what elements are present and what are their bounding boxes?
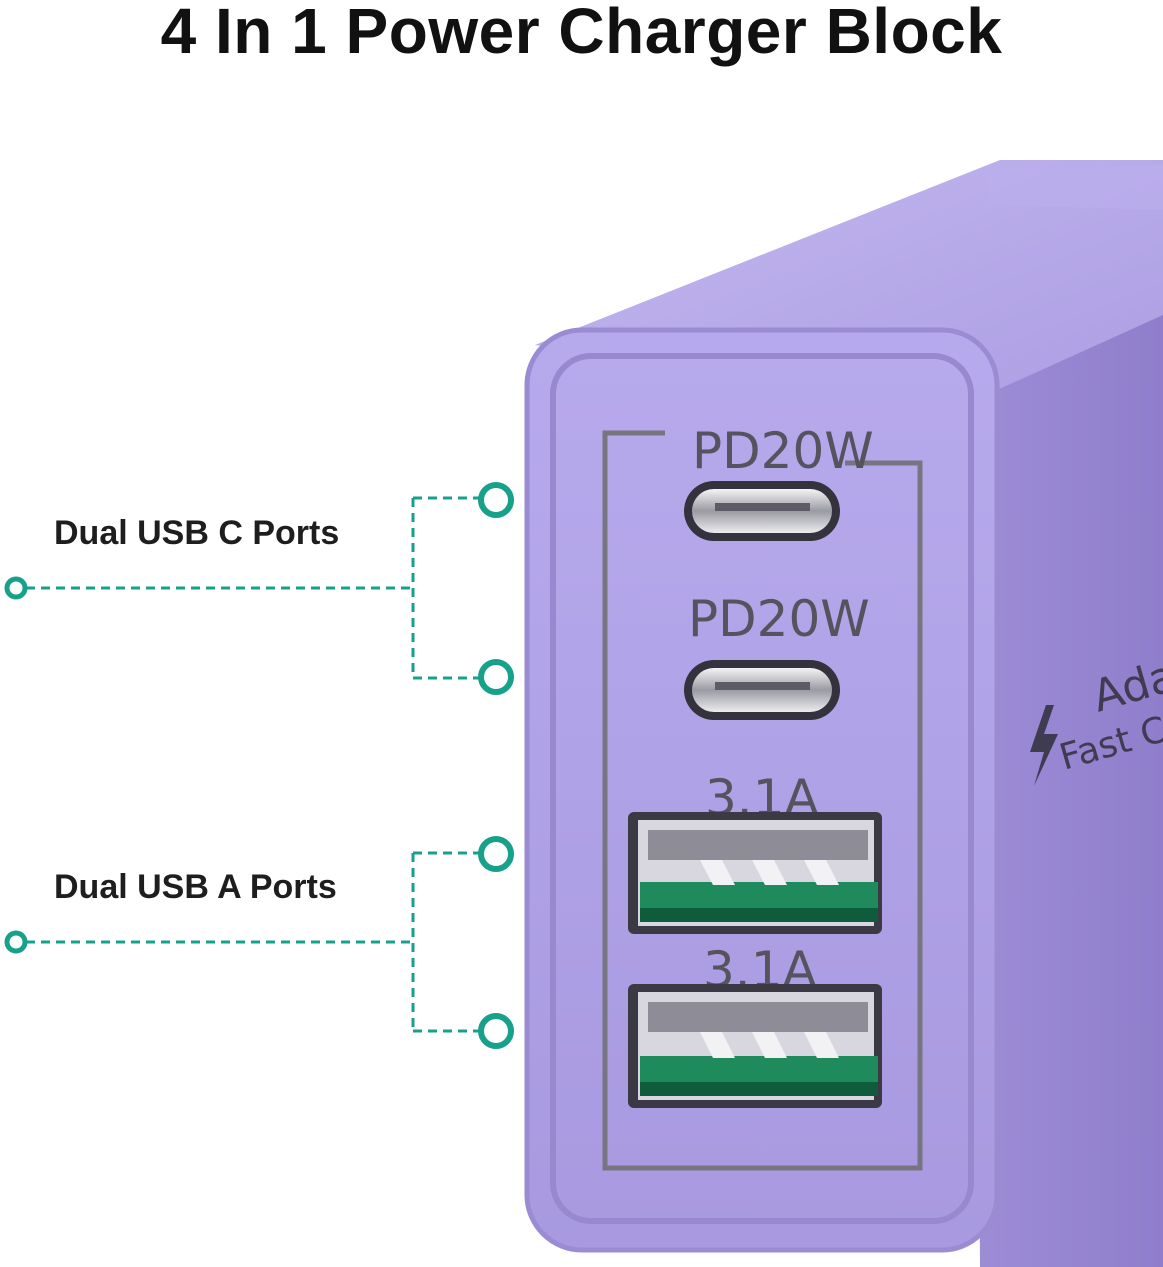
callout-dot [4, 576, 28, 600]
usb-a-port[interactable] [628, 984, 882, 1108]
usb-c-callout-label: Dual USB C Ports [54, 514, 340, 552]
page-title: 4 In 1 Power Charger Block [160, 0, 1003, 67]
callout-dot [478, 659, 514, 695]
callout-dot [478, 1013, 514, 1049]
port-label-c1: PD20W [692, 422, 874, 480]
charger-side-surface [975, 315, 1163, 1267]
usb-c-callout-leader [26, 496, 480, 680]
usb-a-callout-label: Dual USB A Ports [54, 868, 337, 906]
callout-dot [478, 836, 514, 872]
usb-a-callout-leader [26, 851, 480, 1033]
port-label-c2: PD20W [688, 590, 870, 648]
port-frame [602, 430, 923, 1171]
usb-a-port[interactable] [628, 812, 882, 934]
usb-c-port[interactable] [684, 660, 840, 720]
lightning-bolt-icon [1030, 705, 1058, 786]
callout-dot [478, 482, 514, 518]
usb-c-port[interactable] [684, 481, 840, 541]
callout-dot [4, 930, 28, 954]
